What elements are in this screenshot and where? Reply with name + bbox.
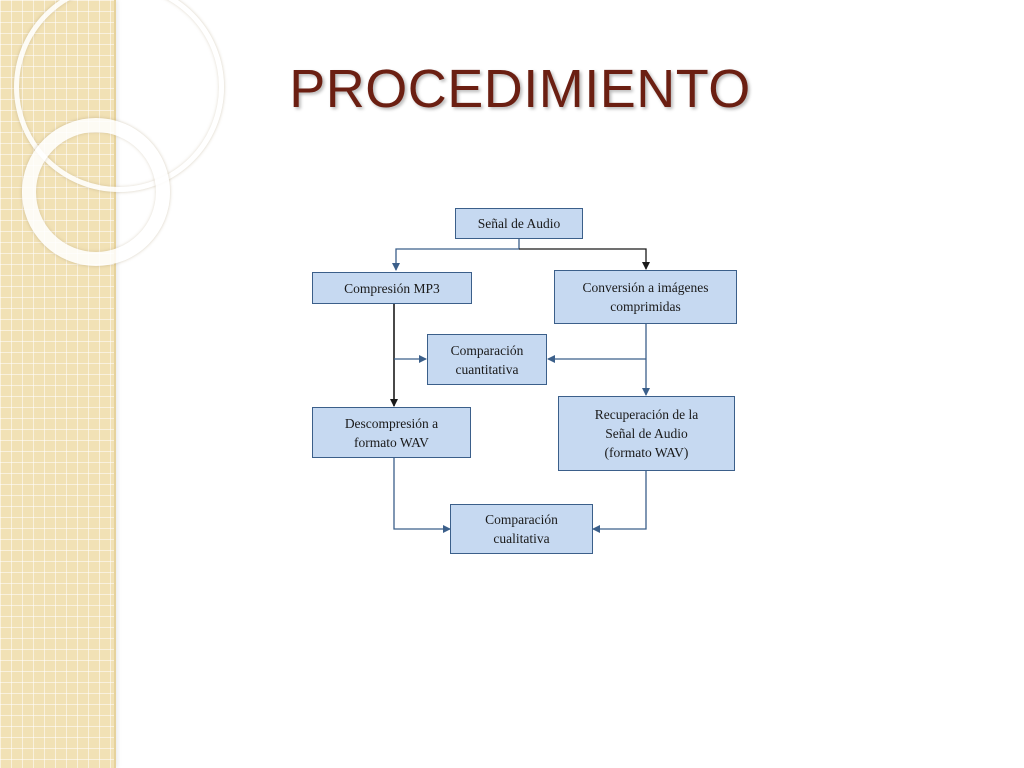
- connector-audio-to-conversion: [519, 248, 650, 270]
- node-compresion-mp3: Compresión MP3: [312, 272, 472, 304]
- decorative-side-panel: [0, 0, 224, 768]
- node-comparacion-cuantitativa: Comparación cuantitativa: [427, 334, 547, 385]
- node-conversion-imagenes: Conversión a imágenes comprimidas: [554, 270, 737, 324]
- node-label: Conversión a imágenes comprimidas: [582, 280, 709, 314]
- connector-descompresion-to-cualitativa: [393, 458, 451, 533]
- node-label: Compresión MP3: [344, 280, 440, 296]
- node-label: Recuperación de la Señal de Audio (forma…: [594, 407, 699, 460]
- node-senal-audio: Señal de Audio: [455, 208, 583, 239]
- node-label: Descompresión a formato WAV: [344, 415, 439, 450]
- node-label: Comparación cuantitativa: [450, 342, 524, 377]
- slide-title: PROCEDIMIENTO: [289, 59, 751, 119]
- node-recuperacion-senal: Recuperación de la Señal de Audio (forma…: [558, 396, 735, 471]
- node-label: Comparación cualitativa: [485, 512, 558, 546]
- node-comparacion-cualitativa: Comparación cualitativa: [450, 504, 593, 554]
- connector-recuperacion-to-cualitativa: [592, 470, 647, 533]
- node-label: Señal de Audio: [477, 216, 561, 231]
- connector-audio-to-mp3: [392, 239, 520, 271]
- node-descompresion-wav: Descompresión a formato WAV: [312, 407, 471, 458]
